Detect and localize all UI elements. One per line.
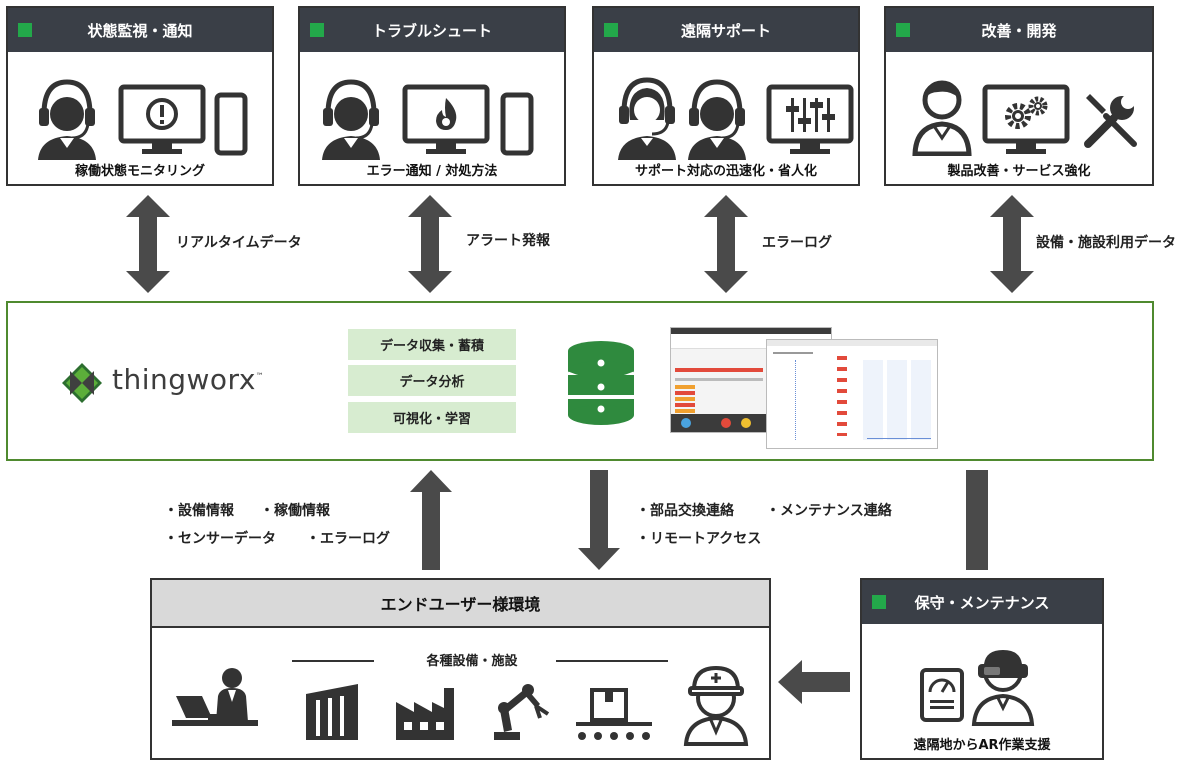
downstream-item-parts: ・部品交換連絡: [636, 503, 734, 519]
factory-icon: [396, 688, 454, 740]
monitor-gears-icon: [982, 84, 1070, 154]
upstream-item-operation: ・稼働情報: [260, 503, 330, 519]
enduser-subtitle: 各種設備・施設: [426, 654, 518, 669]
enduser-environment-box: エンドユーザー様環境 各種設備・施設: [150, 578, 771, 760]
logo-wordmark: thingworx: [112, 363, 256, 396]
green-square-icon: [896, 23, 910, 37]
box-header: トラブルシュート: [300, 8, 564, 52]
downstream-item-maint: ・メンテナンス連絡: [766, 503, 892, 519]
double-arrow-usage: [990, 195, 1034, 293]
enduser-title: エンドユーザー様環境: [380, 595, 541, 614]
tablet-gauge-icon: [920, 668, 964, 722]
dashboard-screenshot-front: [766, 339, 938, 449]
operator-female-headset-icon: [618, 77, 676, 160]
flow-label-realtime: リアルタイムデータ: [176, 235, 302, 251]
box-caption: 稼働状態モニタリング: [74, 164, 205, 179]
box-remote-support: 遠隔サポート サポート対応の迅速化・省人化: [592, 6, 860, 186]
double-arrow-errorlog: [704, 195, 748, 293]
divider-line-left: [292, 660, 374, 662]
divider-line-right: [556, 660, 668, 662]
flow-label-alert: アラート発報: [466, 233, 550, 249]
monitor-sliders-icon: [766, 84, 854, 154]
box-title: 改善・開発: [981, 21, 1057, 40]
thingworx-platform: thingworx™ データ収集・蓄積 データ分析 可視化・学習: [6, 301, 1154, 461]
box-caption: サポート対応の迅速化・省人化: [634, 164, 817, 179]
function-collect-store: データ収集・蓄積: [348, 329, 516, 360]
operator-headset-icon: [322, 79, 380, 160]
double-arrow-alert: [408, 195, 452, 293]
wrench-screwdriver-icon: [1084, 94, 1137, 148]
flow-label-usage: 設備・施設利用データ: [1036, 235, 1176, 251]
operator-headset-icon: [688, 79, 746, 160]
enduser-header: エンドユーザー様環境: [152, 580, 769, 628]
up-arrow-to-platform: [410, 470, 452, 570]
box-troubleshoot: トラブルシュート エラー通知 / 対処方法: [298, 6, 566, 186]
left-arrow-to-enduser: [778, 660, 850, 704]
ar-headset-engineer-icon: [971, 650, 1035, 726]
logo-trademark: ™: [255, 371, 265, 381]
box-header: 状態監視・通知: [8, 8, 272, 52]
down-arrow-to-enduser: [578, 470, 620, 570]
building-icon: [306, 684, 358, 740]
desk-worker-icon: [172, 668, 258, 726]
function-visualize-learn: 可視化・学習: [348, 402, 516, 433]
box-caption: 製品改善・サービス強化: [947, 164, 1091, 179]
green-square-icon: [872, 595, 886, 609]
monitor-warning-icon: [118, 84, 206, 154]
box-title: 保守・メンテナンス: [914, 593, 1050, 612]
conveyor-box-icon: [576, 688, 652, 740]
box-header: 改善・開発: [886, 8, 1152, 52]
connector-bar-to-maintenance: [966, 470, 988, 570]
upstream-item-equipment: ・設備情報: [164, 503, 234, 519]
upstream-item-sensor: ・センサーデータ: [164, 531, 276, 547]
thingworx-logo-text: thingworx™: [112, 363, 264, 396]
box-improvement: 改善・開発 製品改善・サービス強化: [884, 6, 1154, 186]
box-maintenance: 保守・メンテナンス 遠隔地からAR作業支援: [860, 578, 1104, 760]
smartphone-icon: [500, 92, 534, 156]
operator-headset-icon: [38, 79, 96, 160]
box-header: 遠隔サポート: [594, 8, 858, 52]
function-analysis: データ分析: [348, 365, 516, 396]
monitor-fire-icon: [402, 84, 490, 154]
downstream-item-remote: ・リモートアクセス: [636, 531, 762, 547]
database-icon: [567, 341, 635, 425]
engineer-person-icon: [912, 80, 972, 156]
green-square-icon: [18, 23, 32, 37]
flow-label-errorlog: エラーログ: [762, 235, 832, 251]
box-status-monitoring: 状態監視・通知 稼働状態モニタリング: [6, 6, 274, 186]
box-title: トラブルシュート: [371, 21, 492, 40]
hardhat-worker-icon: [683, 666, 749, 746]
green-square-icon: [310, 23, 324, 37]
box-caption: エラー通知 / 対処方法: [366, 164, 498, 179]
box-title: 遠隔サポート: [680, 21, 771, 40]
box-title: 状態監視・通知: [87, 21, 193, 40]
box-header: 保守・メンテナンス: [862, 580, 1102, 624]
upstream-item-errorlog: ・エラーログ: [306, 531, 390, 547]
green-square-icon: [604, 23, 618, 37]
box-caption: 遠隔地からAR作業支援: [913, 738, 1051, 753]
double-arrow-realtime: [126, 195, 170, 293]
robot-arm-icon: [494, 684, 550, 740]
smartphone-icon: [214, 92, 248, 156]
thingworx-logo-icon: [62, 363, 102, 403]
